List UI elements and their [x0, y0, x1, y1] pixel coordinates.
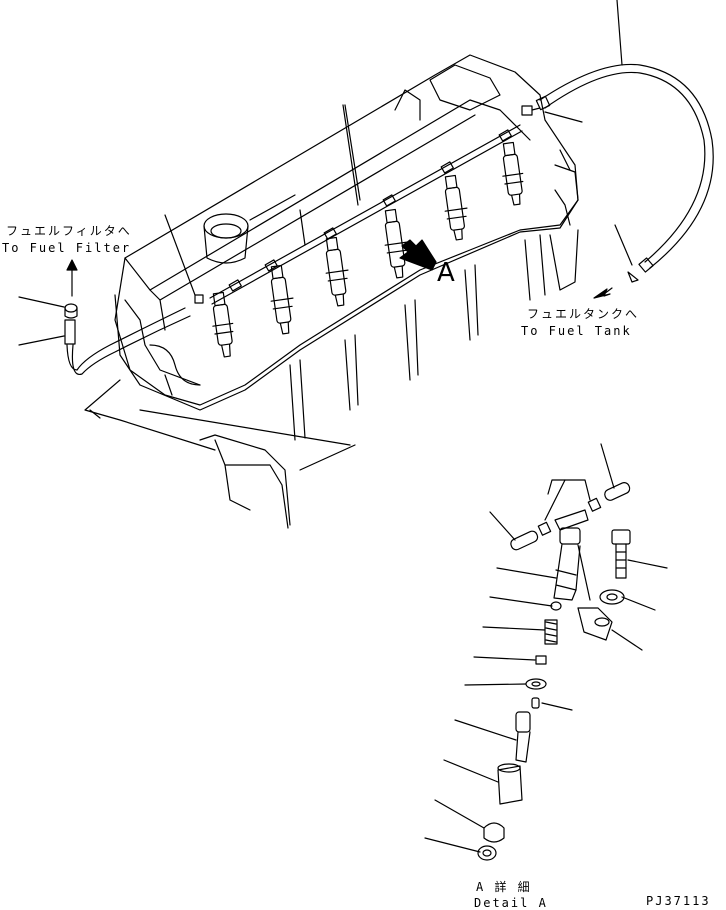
- to-fuel-tank-label-en: To Fuel Tank: [521, 324, 632, 338]
- to-fuel-filter-label-en: To Fuel Filter: [2, 241, 132, 255]
- hose-to-fuel-tank: [535, 63, 714, 283]
- injector-3: [325, 236, 349, 307]
- view-a-letter: A: [437, 258, 455, 288]
- hose-to-fuel-filter: [64, 259, 191, 376]
- injector-1: [212, 291, 234, 358]
- to-fuel-filter-label-jp: フュエルフィルタへ: [6, 224, 132, 238]
- engine-cylinder-head: [84, 54, 579, 529]
- detail-a-exploded-view: [477, 482, 631, 861]
- to-fuel-tank-label-jp: フュエルタンクへ: [527, 307, 640, 321]
- leader-lines-main: [18, 0, 633, 346]
- injector-4: [384, 208, 408, 279]
- fuel-return-rail: [194, 105, 541, 305]
- leader-lines-detail: [424, 443, 668, 853]
- injector-2: [270, 264, 294, 335]
- drawing-number: PJ37113: [646, 894, 711, 908]
- fuel-injectors: [212, 141, 524, 358]
- detail-a-caption-en: Detail A: [474, 896, 548, 910]
- view-arrow-a: [399, 239, 437, 271]
- detail-a-caption-jp: A 詳 細: [476, 880, 532, 894]
- injector-5: [444, 174, 468, 241]
- injector-6: [502, 141, 524, 206]
